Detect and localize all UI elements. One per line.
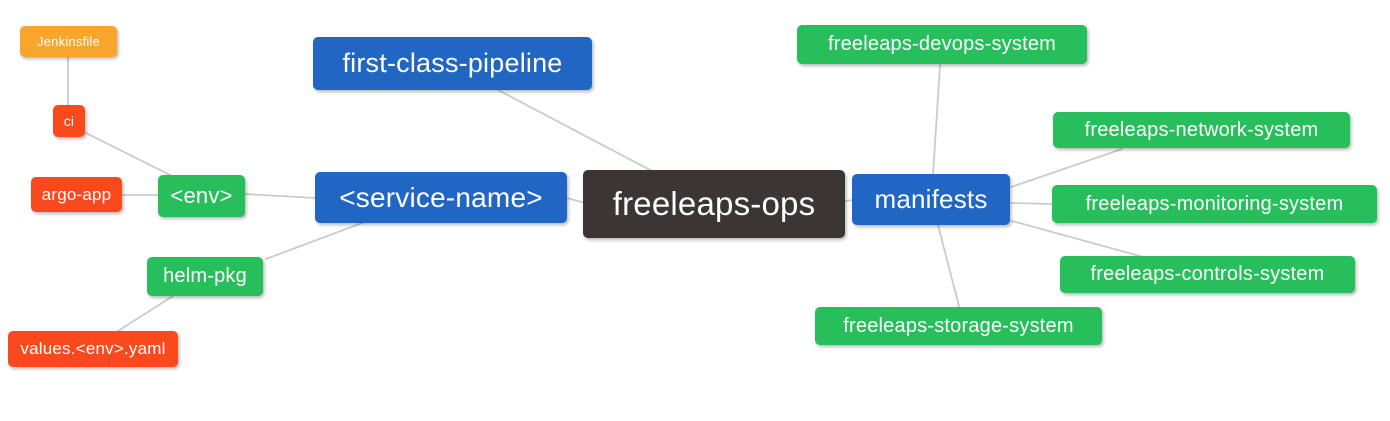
edge-manifests-monitoring <box>1010 202 1053 205</box>
node-freeleaps-monitoring-system[interactable]: freeleaps-monitoring-system <box>1052 185 1377 223</box>
node-first-class-pipeline[interactable]: first-class-pipeline <box>313 37 592 90</box>
node-env[interactable]: <env> <box>158 175 245 217</box>
edge-ci-env <box>85 132 175 178</box>
edge-manifests-controls <box>1011 220 1148 259</box>
node-values-env-yaml[interactable]: values.<env>.yaml <box>8 331 178 367</box>
node-manifests[interactable]: manifests <box>852 174 1010 225</box>
node-freeleaps-controls-system[interactable]: freeleaps-controls-system <box>1060 256 1355 293</box>
node-freeleaps-storage-system[interactable]: freeleaps-storage-system <box>815 307 1102 345</box>
node-freeleaps-devops-system[interactable]: freeleaps-devops-system <box>797 25 1087 64</box>
node-helm-pkg[interactable]: helm-pkg <box>147 257 263 296</box>
edge-manifests-storage <box>937 224 960 307</box>
edge-env-service-name <box>244 193 316 199</box>
node-argo-app[interactable]: argo-app <box>31 177 122 212</box>
node-jenkinsfile[interactable]: Jenkinsfile <box>20 26 117 57</box>
node-ci[interactable]: ci <box>53 105 85 137</box>
node-freeleaps-network-system[interactable]: freeleaps-network-system <box>1053 112 1350 148</box>
edge-manifests-devops <box>932 64 941 176</box>
node-service-name[interactable]: <service-name> <box>315 172 567 223</box>
edge-pipeline-ops <box>497 89 653 172</box>
edge-values-helm-pkg <box>117 295 174 332</box>
edge-manifests-network <box>1010 148 1123 188</box>
node-freeleaps-ops-root[interactable]: freeleaps-ops <box>583 170 845 238</box>
edge-helm-pkg-service-name <box>265 222 363 260</box>
